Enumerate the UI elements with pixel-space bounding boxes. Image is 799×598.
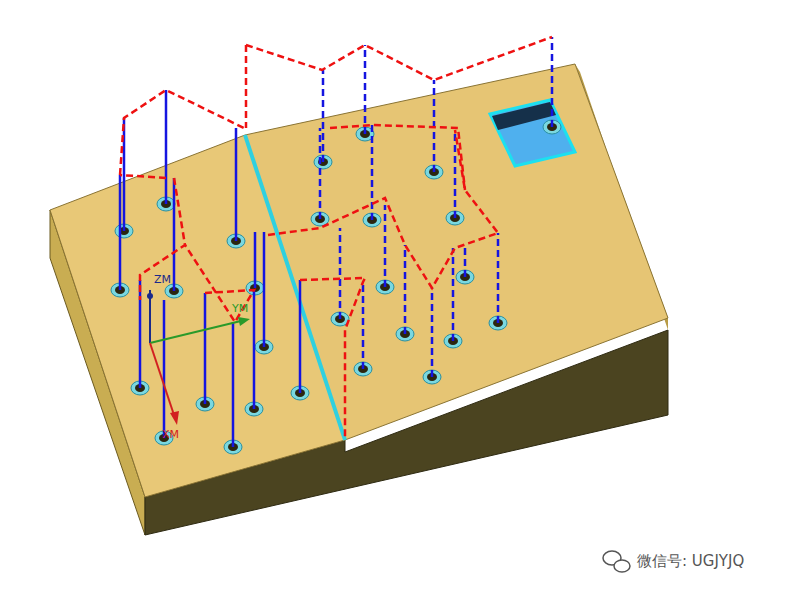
drill-hole (155, 300, 173, 445)
tool-plunge (119, 175, 122, 290)
tool-plunge (254, 232, 257, 288)
tool-plunge (364, 45, 367, 134)
drill-hole (456, 245, 474, 284)
tool-plunge (322, 70, 325, 162)
tool-plunge (362, 282, 365, 369)
tool-plunge (235, 128, 238, 241)
rapid-moves (120, 37, 552, 440)
drill-hole (291, 280, 309, 400)
drill-hole (255, 232, 273, 354)
tool-plunge (497, 233, 500, 323)
drill-hole (157, 90, 175, 211)
tool-plunge (165, 90, 168, 204)
drill-hole (227, 128, 245, 248)
x-axis-head (170, 411, 179, 425)
tool-plunge (299, 280, 302, 393)
x-axis (150, 343, 175, 418)
drill-hole (376, 205, 394, 294)
wechat-icon (603, 551, 630, 572)
drill-hole (311, 128, 329, 226)
tool-plunge (339, 228, 342, 319)
rapid-path (246, 37, 552, 80)
drill-hole (331, 228, 349, 326)
tool-plunge (464, 245, 467, 277)
icon-bubble (614, 560, 630, 572)
tool-plunge (454, 130, 457, 218)
drill-hole (196, 293, 214, 411)
axis-label: ZM (154, 274, 171, 286)
tool-plunge (232, 322, 235, 447)
lower-top-face (245, 64, 668, 440)
drill-hole (489, 233, 507, 330)
tool-plunge (404, 245, 407, 334)
rapid-path (330, 125, 465, 190)
rapid-path (245, 45, 248, 128)
drill-hole (354, 282, 372, 376)
axis-label: YM (232, 303, 248, 315)
drill-hole (425, 80, 443, 179)
drill-hole (115, 118, 133, 238)
watermark: 微信号: UGJYJQ (637, 553, 744, 570)
rapid-path (300, 278, 365, 440)
tool-plunge (319, 128, 322, 219)
tool-plunge (452, 248, 455, 341)
tool-plunge (551, 37, 554, 127)
tool-plunge (163, 300, 166, 438)
hole-markers (111, 37, 561, 454)
tool-plunge (253, 290, 256, 409)
drill-hole (396, 245, 414, 341)
tool-plunge (123, 118, 126, 231)
rapid-path (268, 130, 498, 288)
drill-hole (111, 175, 129, 297)
drill-hole (224, 322, 242, 454)
y-axis-head (238, 317, 250, 326)
drill-hole (314, 70, 332, 169)
z-axis-dot (147, 293, 153, 299)
drill-hole (423, 288, 441, 384)
drill-hole (543, 37, 561, 134)
y-axis (150, 320, 245, 343)
tool-plunge (371, 125, 374, 220)
tool-plunge (204, 293, 207, 404)
rapid-path (185, 245, 254, 322)
tool-plunge (384, 205, 387, 287)
drill-hole (446, 130, 464, 225)
rapid-path (120, 175, 166, 178)
step-wall (245, 135, 345, 440)
tool-plunge (263, 232, 266, 347)
tool-plunge (173, 178, 176, 291)
rapid-path (120, 90, 244, 175)
pocket (490, 100, 575, 166)
work-axes (147, 290, 250, 425)
drill-hole (363, 125, 381, 227)
tool-plunge (431, 288, 434, 377)
rapid-path (140, 178, 185, 300)
drill-hole (246, 232, 264, 295)
axis-label: XM (162, 429, 179, 441)
